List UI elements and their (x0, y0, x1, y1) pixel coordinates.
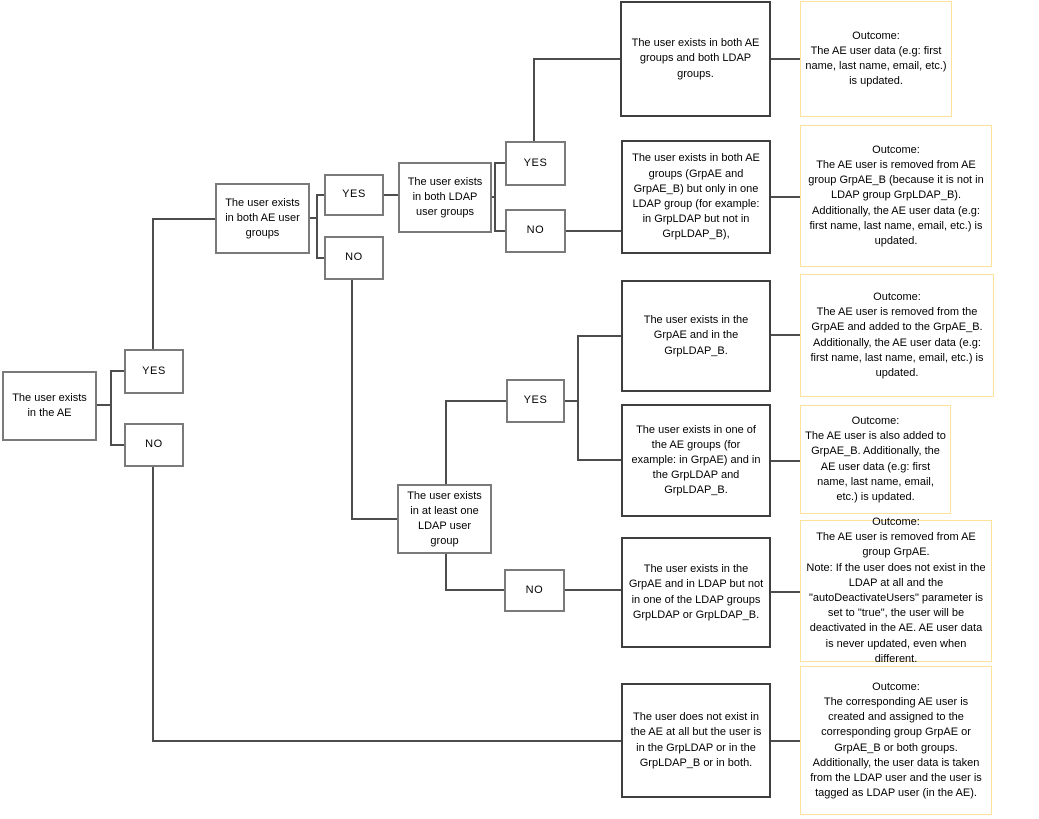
branch-no-both-ae: NO (324, 236, 384, 280)
connector-line (566, 230, 621, 232)
connector-line (97, 404, 112, 406)
outcome-also-added-grpae-b: Outcome: The AE user is also added to Gr… (800, 405, 951, 514)
condition-grpae-ldap-no-groups: The user exists in the GrpAE and in LDAP… (621, 537, 771, 648)
connector-line (316, 194, 318, 259)
decision-at-least-one-ldap-group: The user exists in at least one LDAP use… (397, 484, 492, 554)
connector-line (494, 162, 505, 164)
condition-both-ae-both-ldap: The user exists in both AE groups and bo… (620, 1, 771, 117)
branch-no-both-ldap: NO (505, 209, 566, 253)
outcome-body: The AE user is removed from the GrpAE an… (810, 306, 984, 379)
connector-line (577, 459, 621, 461)
connector-line (494, 230, 505, 232)
outcome-heading: Outcome: (873, 290, 921, 303)
connector-line (771, 460, 800, 462)
connector-line (445, 554, 447, 591)
connector-line (533, 58, 620, 60)
connector-line (351, 518, 397, 520)
connector-line (565, 400, 579, 402)
connector-line (771, 740, 800, 742)
condition-both-ae-one-ldap: The user exists in both AE groups (GrpAE… (621, 140, 771, 254)
connector-line (316, 257, 324, 259)
branch-no-root: NO (124, 423, 184, 467)
connector-line (384, 194, 398, 196)
connector-line (771, 58, 800, 60)
connector-line (152, 218, 215, 220)
outcome-body: The AE user data (e.g: first name, last … (805, 44, 947, 88)
outcome-user-created: Outcome: The corresponding AE user is cr… (800, 666, 992, 815)
connector-line (152, 740, 621, 742)
connector-line (771, 334, 800, 336)
decision-both-ae-groups: The user exists in both AE user groups (215, 183, 310, 254)
outcome-data-updated: Outcome: The AE user data (e.g: first na… (800, 1, 952, 117)
connector-line (577, 335, 579, 461)
outcome-removed-grpae-b: Outcome: The AE user is removed from AE … (800, 125, 992, 267)
connector-line (445, 400, 506, 402)
outcome-heading: Outcome: (872, 516, 920, 529)
connector-line (110, 371, 112, 446)
branch-yes-both-ldap: YES (505, 141, 566, 186)
outcome-body: The AE user is removed from AE group Grp… (806, 531, 986, 665)
connector-line (351, 280, 353, 520)
condition-not-in-ae: The user does not exist in the AE at all… (621, 683, 771, 798)
condition-grpae-and-grpldap-b: The user exists in the GrpAE and in the … (621, 280, 771, 392)
connector-line (316, 194, 324, 196)
branch-yes-one-ldap: YES (506, 379, 565, 423)
branch-yes-root: YES (124, 349, 184, 394)
connector-line (494, 162, 496, 232)
outcome-body: The AE user is also added to GrpAE_B. Ad… (805, 430, 946, 503)
connector-line (310, 217, 318, 219)
branch-no-one-ldap: NO (504, 569, 565, 612)
decision-both-ldap-groups: The user exists in both LDAP user groups (398, 162, 492, 233)
connector-line (771, 196, 800, 198)
connector-line (152, 219, 154, 349)
connector-line (533, 59, 535, 141)
connector-line (445, 401, 447, 484)
decision-user-exists-in-ae: The user exists in the AE (2, 371, 97, 441)
connector-line (152, 467, 154, 742)
condition-one-ae-both-ldap: The user exists in one of the AE groups … (621, 404, 771, 517)
outcome-heading: Outcome: (872, 143, 920, 156)
outcome-heading: Outcome: (852, 29, 900, 42)
outcome-heading: Outcome: (872, 680, 920, 693)
outcome-moved-to-grpae-b: Outcome: The AE user is removed from the… (800, 274, 994, 397)
connector-line (771, 591, 800, 593)
connector-line (565, 589, 621, 591)
outcome-heading: Outcome: (851, 414, 900, 427)
outcome-body: The AE user is removed from AE group Grp… (808, 159, 984, 247)
branch-yes-both-ae: YES (324, 174, 384, 216)
outcome-removed-grpae: Outcome: The AE user is removed from AE … (800, 516, 992, 665)
outcome-body: The corresponding AE user is created and… (810, 695, 982, 800)
connector-line (445, 589, 504, 591)
connector-line (577, 335, 621, 337)
connector-line (110, 370, 124, 372)
connector-line (110, 444, 124, 446)
